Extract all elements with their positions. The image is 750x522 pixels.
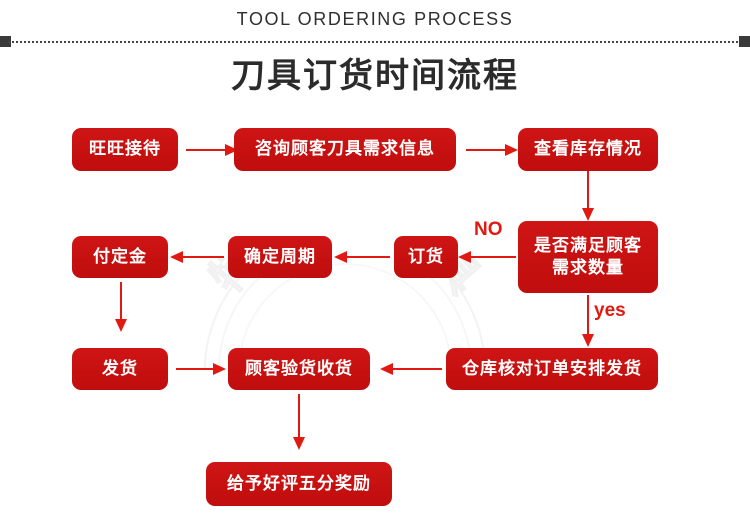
flow-node-check-inventory[interactable]: 查看库存情况 [518,128,658,171]
header-divider [0,36,750,48]
decision-line-1: 是否满足顾客 [534,235,642,256]
arrow-n8-to-n9 [176,359,226,379]
arrow-n1-to-n2 [186,140,238,160]
edge-label-no: NO [474,219,503,240]
flow-node-ship-goods[interactable]: 发货 [72,348,168,390]
arrow-n2-to-n3 [466,140,518,160]
arrow-n3-to-n4 [578,171,598,221]
flow-node-pay-deposit[interactable]: 付定金 [72,236,168,278]
arrow-n4-to-n10-yes [578,295,598,347]
arrow-n7-to-n8 [111,282,131,332]
arrow-n4-to-n5-no [458,247,516,267]
arrow-n6-to-n7 [170,247,224,267]
arrow-n9-to-n11 [289,394,309,450]
flow-node-customer-inspect-receive[interactable]: 顾客验货收货 [228,348,370,390]
flow-node-place-order[interactable]: 订货 [394,236,458,278]
flow-node-five-star-review-reward[interactable]: 给予好评五分奖励 [206,462,392,506]
arrow-n10-to-n9 [380,359,442,379]
divider-dotted-line [8,41,742,43]
flow-node-consult-customer-needs[interactable]: 咨询顾客刀具需求信息 [234,128,456,171]
edge-label-yes: yes [594,300,626,321]
flow-node-decision-meets-quantity[interactable]: 是否满足顾客 需求数量 [518,221,658,293]
arrow-n5-to-n6 [334,247,390,267]
decision-line-2: 需求数量 [552,258,624,278]
page-subtitle-english: TOOL ORDERING PROCESS [236,9,514,29]
divider-cap-left-icon [0,36,11,47]
flow-node-wangwang-reception[interactable]: 旺旺接待 [72,128,178,171]
flow-node-confirm-cycle[interactable]: 确定周期 [228,236,332,278]
divider-cap-right-icon [739,36,750,47]
page-title: 刀具订货时间流程 [231,56,519,96]
flow-node-warehouse-verify-dispatch[interactable]: 仓库核对订单安排发货 [446,348,658,390]
